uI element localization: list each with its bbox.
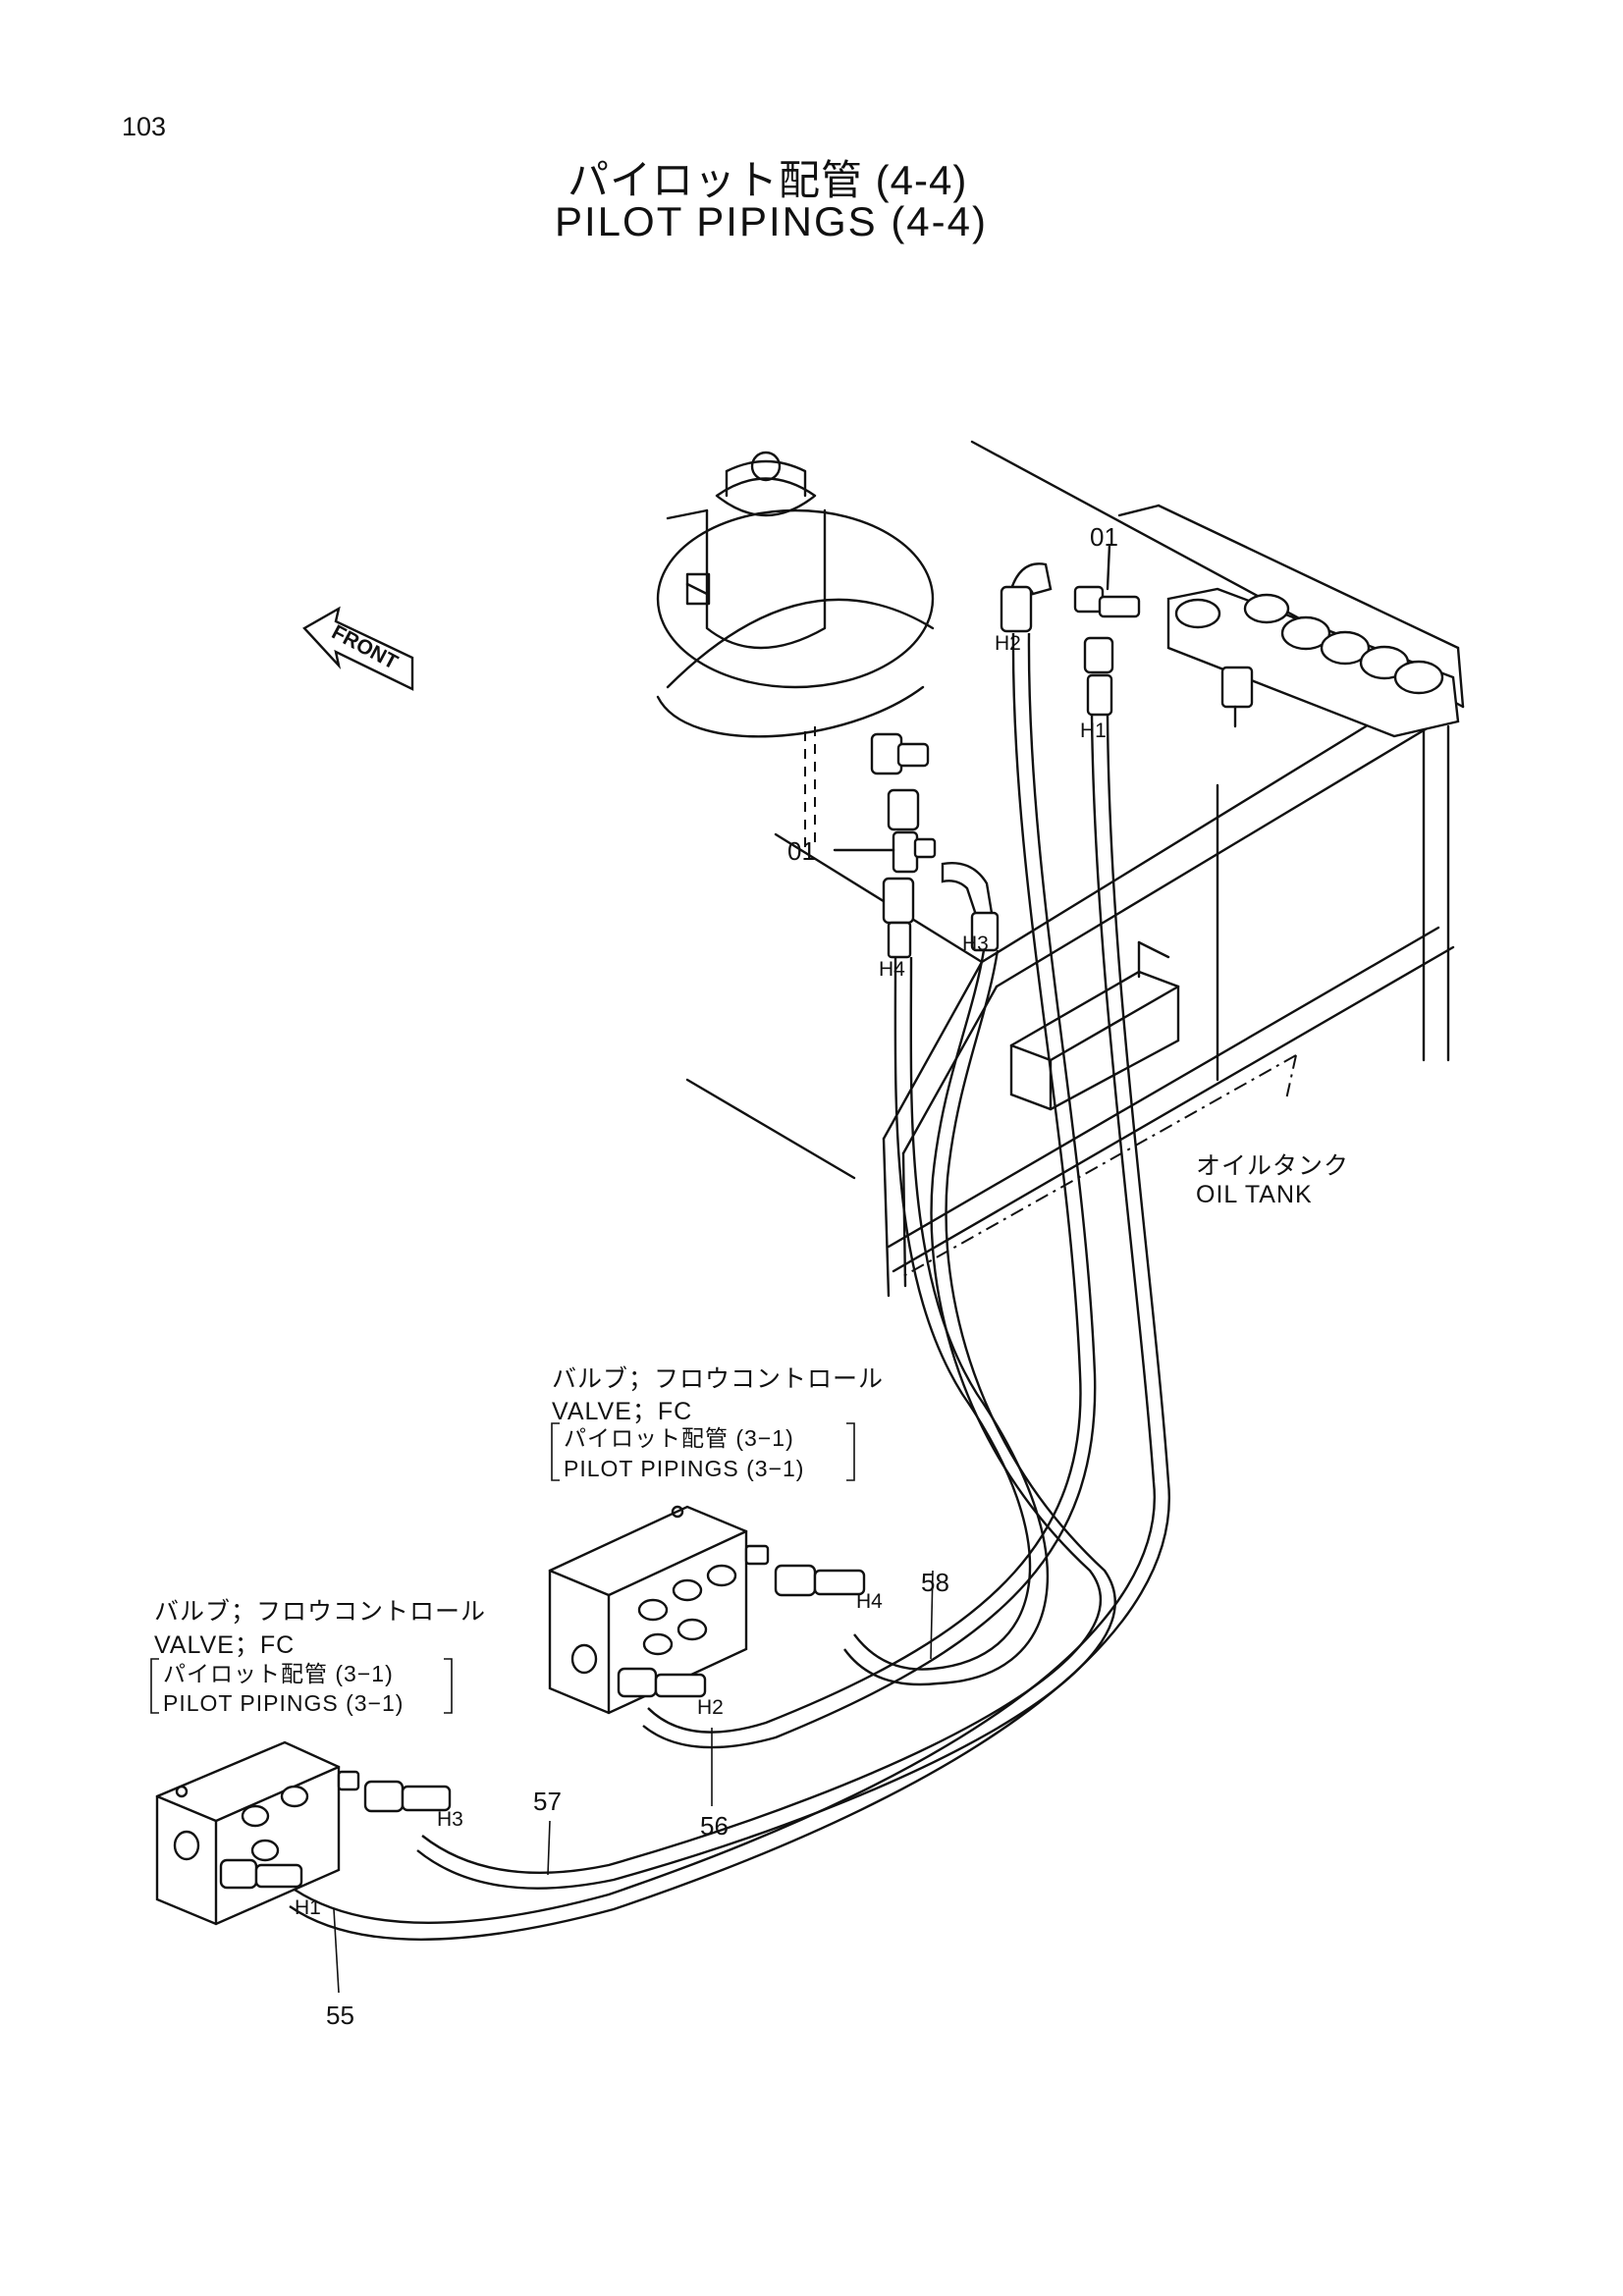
reference-brackets — [150, 1422, 855, 1714]
valve-fc-upper-drawing — [548, 1505, 866, 1715]
valve-upper-ref-en: PILOT PIPINGS (3−1) — [564, 1456, 805, 1481]
valve-upper-name-en: VALVE；FC — [552, 1398, 693, 1425]
oil-tank-label-jp: オイルタンク — [1196, 1152, 1350, 1180]
label-hose-56: 56 — [700, 1811, 729, 1841]
label-hose-58: 58 — [921, 1568, 949, 1597]
valve-upper-name-jp: バルブ；フロウコントロール — [552, 1365, 885, 1393]
label-h2-top: H2 — [995, 632, 1021, 655]
tank-fittings-left — [833, 732, 1000, 959]
valve-lower-name-en: VALVE；FC — [154, 1631, 296, 1659]
valve-lower-name-jp: バルブ；フロウコントロール — [154, 1598, 487, 1626]
title-english: PILOT PIPINGS (4-4) — [555, 198, 988, 244]
valve-fc-lower-drawing — [155, 1740, 452, 1926]
front-arrow-icon — [302, 606, 414, 691]
label-h3-top: H3 — [962, 933, 989, 955]
label-fitting-top: 01 — [1090, 522, 1118, 552]
title-japanese: パイロット配管 (4-4) — [568, 157, 968, 203]
valve-upper-ref-jp: パイロット配管 (3−1) — [564, 1425, 794, 1451]
oil-tank-label-en: OIL TANK — [1196, 1181, 1313, 1208]
label-hose-57: 57 — [533, 1787, 562, 1816]
leader-lines — [333, 1570, 934, 1994]
page-number: 103 — [122, 112, 167, 141]
label-h4-top: H4 — [879, 958, 905, 981]
tank-filter-cap — [656, 451, 935, 854]
label-h1-top: H1 — [1080, 720, 1107, 742]
hose-runs — [289, 632, 1171, 1941]
label-hose-55: 55 — [326, 2001, 354, 2030]
valve-lower-ref-en: PILOT PIPINGS (3−1) — [163, 1690, 405, 1716]
tank-fittings-right — [1000, 543, 1460, 738]
label-fitting-left: 01 — [787, 836, 816, 866]
label-h2-valve: H2 — [697, 1696, 724, 1719]
label-h3-valve: H3 — [437, 1808, 463, 1831]
label-h1-valve: H1 — [295, 1896, 321, 1919]
label-h4-valve: H4 — [856, 1590, 883, 1613]
oil-tank-outline — [685, 440, 1465, 1298]
valve-lower-ref-jp: パイロット配管 (3−1) — [163, 1661, 394, 1686]
